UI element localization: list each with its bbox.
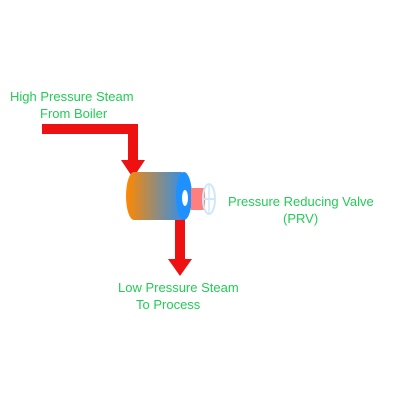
inlet-label: High Pressure Steam From Boiler xyxy=(10,88,170,122)
outlet-label: Low Pressure Steam To Process xyxy=(118,279,239,313)
valve-stem xyxy=(191,188,205,210)
valve-label-line1: Pressure Reducing Valve xyxy=(228,194,374,209)
inlet-label-line1: High Pressure Steam xyxy=(10,89,134,104)
valve-label-line2: (PRV) xyxy=(283,211,319,226)
outlet-label-line2: To Process xyxy=(136,297,201,312)
valve-body xyxy=(126,172,192,220)
valve-label: Pressure Reducing Valve (PRV) xyxy=(228,193,374,227)
inlet-label-line2: From Boiler xyxy=(40,106,108,121)
outlet-label-line1: Low Pressure Steam xyxy=(118,280,239,295)
handwheel-icon xyxy=(202,183,216,215)
outlet-arrow xyxy=(168,219,192,276)
inlet-arrow xyxy=(42,124,145,178)
